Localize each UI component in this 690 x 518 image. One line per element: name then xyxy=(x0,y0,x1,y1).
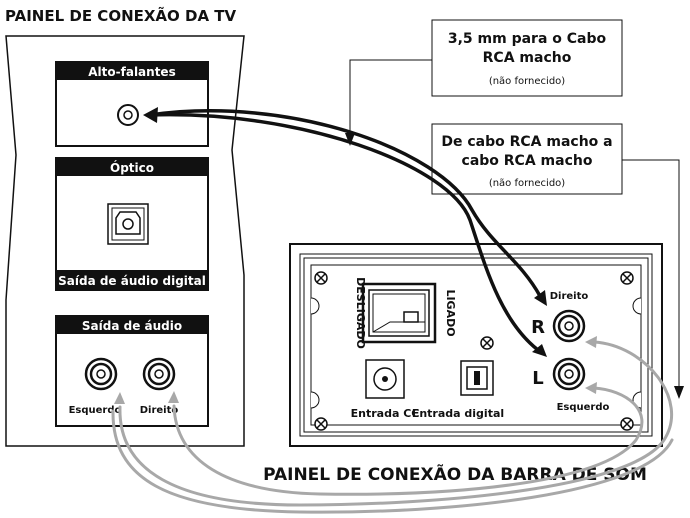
switch-on-label: LIGADO xyxy=(444,289,457,336)
soundbar-left-rca-jack-icon xyxy=(552,357,586,391)
rca-cable-arrowhead-icon xyxy=(585,382,597,394)
screw-icon xyxy=(314,271,328,285)
power-switch-icon xyxy=(361,282,437,344)
soundbar-panel-title: PAINEL DE CONEXÃO DA BARRA DE SOM xyxy=(263,462,647,485)
screw-icon xyxy=(620,271,634,285)
callout-35mm-arrowhead-icon xyxy=(345,133,355,146)
callout-rca-note: (não fornecido) xyxy=(489,178,565,189)
tv-left-rca-jack-icon xyxy=(84,357,118,391)
mini-jack-cable xyxy=(148,109,542,352)
digital-in-label: Entrada digital xyxy=(412,407,504,420)
mini-jack-arrowhead-icon xyxy=(143,107,158,123)
callout-35mm: 3,5 mm para o Cabo RCA macho (não fornec… xyxy=(431,19,623,97)
callout-35mm-note: (não fornecido) xyxy=(489,76,565,87)
audio-out-section: Saída de áudio Esquerdo Direito xyxy=(55,315,209,427)
r-letter: R xyxy=(531,317,545,338)
tv-right-label: Direito xyxy=(140,405,179,416)
callout-rca-leader xyxy=(622,159,680,390)
callout-rca: De cabo RCA macho a cabo RCA macho (não … xyxy=(431,123,623,195)
screw-icon xyxy=(620,417,634,431)
callout-35mm-leader xyxy=(349,59,432,138)
optical-header: Óptico xyxy=(110,160,154,175)
mini-jack-arrowhead-icon xyxy=(532,344,547,357)
soundbar-right-label: Direito xyxy=(550,291,589,302)
callout-rca-line2: cabo RCA macho xyxy=(462,153,593,169)
tv-right-rca-jack-icon xyxy=(142,357,176,391)
digital-in-port-icon xyxy=(460,360,494,396)
tv-panel-title: PAINEL DE CONEXÃO DA TV xyxy=(5,6,237,25)
dc-in-port-icon xyxy=(365,359,405,399)
l-letter: L xyxy=(532,368,543,389)
screw-icon xyxy=(314,417,328,431)
rca-cable-arrowhead-icon xyxy=(585,336,597,348)
speakers-section: Alto-falantes xyxy=(55,61,209,147)
callout-rca-line1: De cabo RCA macho a xyxy=(441,134,612,150)
mini-jack-arrowhead-icon xyxy=(534,290,547,306)
rca-cable-pair xyxy=(111,340,674,514)
callout-35mm-line2: RCA macho xyxy=(483,50,572,66)
tv-left-label: Esquerdo xyxy=(69,405,122,416)
switch-off-label: DESLIGADO xyxy=(354,277,367,349)
optical-footer: Saída de áudio digital xyxy=(58,274,206,288)
optical-port-icon xyxy=(107,203,149,245)
callout-rca-arrowhead-icon xyxy=(674,386,684,399)
audio-out-header: Saída de áudio xyxy=(82,319,182,333)
screw-icon xyxy=(480,336,494,350)
callout-35mm-line1: 3,5 mm para o Cabo xyxy=(448,31,607,47)
rca-cable-arrowhead-icon xyxy=(114,392,125,404)
soundbar-right-rca-jack-icon xyxy=(552,309,586,343)
rca-cable-arrowhead-icon xyxy=(168,391,179,403)
speakers-header: Alto-falantes xyxy=(88,65,175,79)
optical-section: Óptico Saída de áudio digital xyxy=(55,157,209,291)
soundbar-left-label: Esquerdo xyxy=(557,402,610,413)
dc-in-label: Entrada CC xyxy=(351,407,420,420)
